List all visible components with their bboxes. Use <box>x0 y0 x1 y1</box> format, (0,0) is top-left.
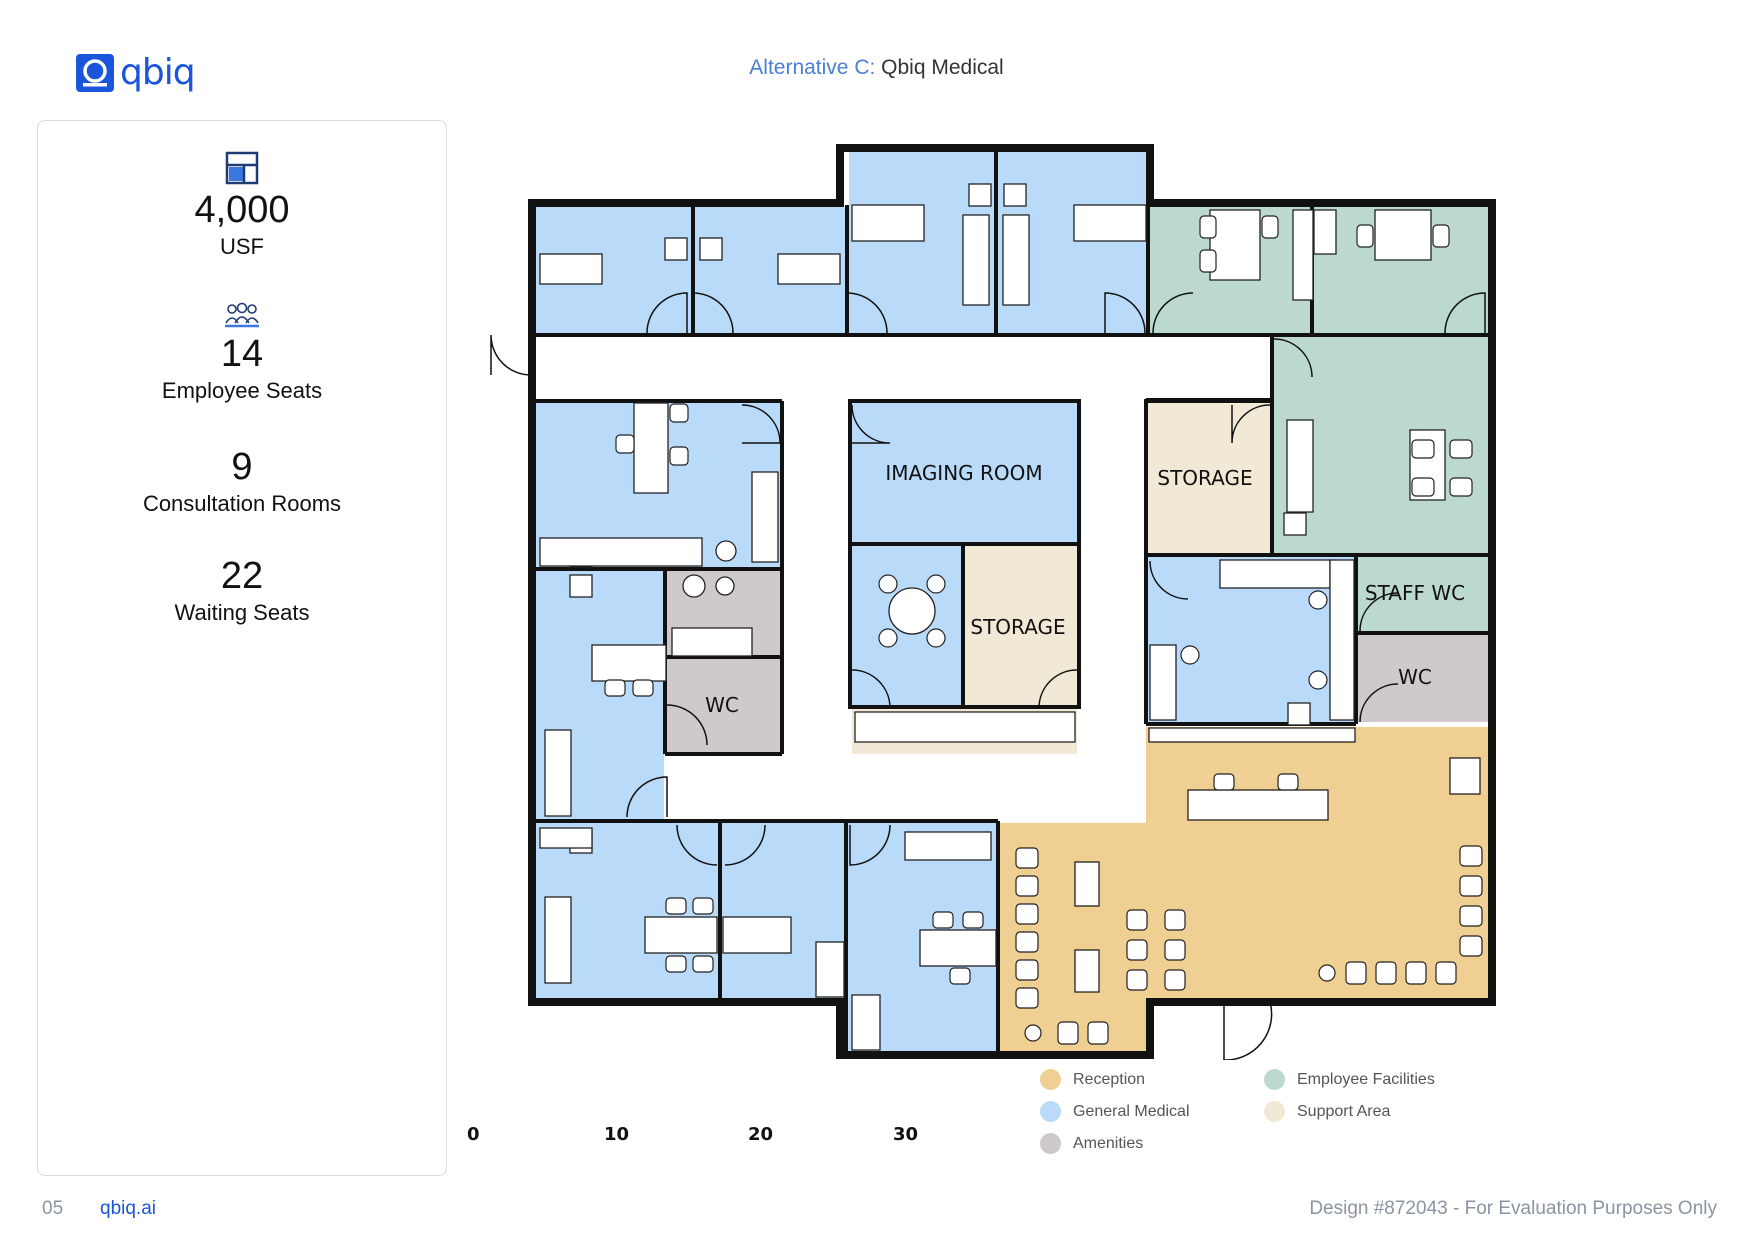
page-number: 05 <box>42 1198 64 1219</box>
door-swings <box>490 292 1486 1060</box>
legend-label: Amenities <box>1073 1134 1144 1152</box>
label-storage: STORAGE <box>970 615 1065 639</box>
label-imaging-room: IMAGING ROOM <box>885 461 1042 485</box>
legend-item: Employee Facilities <box>1264 1069 1435 1090</box>
room-employee-break <box>1270 400 1280 554</box>
stat-value: 9 <box>231 446 253 488</box>
legend-swatch <box>1264 1069 1285 1090</box>
stat-waiting-seats: 22 Waiting Seats <box>38 555 446 626</box>
stat-employee-seats: 14 Employee Seats <box>38 301 446 404</box>
floorplan-icon <box>225 151 259 185</box>
stat-value: 22 <box>220 555 264 597</box>
furniture <box>539 183 1481 1051</box>
design-note: Design #872043 - For Evaluation Purposes… <box>1309 1198 1717 1219</box>
qbiq-logo-icon <box>76 53 114 92</box>
site-link[interactable]: qbiq.ai <box>100 1198 156 1219</box>
room-imaging <box>852 403 1077 543</box>
floor-plan: IMAGING ROOM STORAGE STORAGE STAFF WC WC… <box>490 144 1496 1060</box>
stat-usf: 4,000 USF <box>38 151 446 260</box>
room-wc <box>667 659 780 752</box>
scale-label: 10 <box>604 1124 630 1145</box>
legend-item: Support Area <box>1264 1101 1390 1122</box>
room-staff-wc <box>1358 557 1488 632</box>
room-storage <box>1148 403 1270 553</box>
label-wc: WC <box>1398 665 1432 689</box>
stat-value: 4,000 <box>194 189 290 231</box>
legend-label: General Medical <box>1073 1102 1190 1120</box>
label-staff-wc: STAFF WC <box>1365 581 1465 605</box>
room-labels: IMAGING ROOM STORAGE STORAGE STAFF WC WC… <box>705 461 1465 717</box>
legend-swatch <box>1040 1101 1061 1122</box>
stat-label: Consultation Rooms <box>142 491 342 516</box>
stat-label: Employee Seats <box>161 378 323 403</box>
legend-label: Employee Facilities <box>1297 1070 1435 1088</box>
label-wc: WC <box>705 693 739 717</box>
legend-swatch <box>1040 1133 1061 1154</box>
page-title: Alternative C: Qbiq Medical <box>0 56 1753 80</box>
legend-item: Amenities <box>1040 1133 1143 1154</box>
legend-item: General Medical <box>1040 1101 1190 1122</box>
stat-value: 14 <box>220 333 264 375</box>
scale-label: 20 <box>748 1124 774 1145</box>
room-storage <box>965 546 1077 706</box>
logo[interactable]: qbiq <box>76 52 196 93</box>
legend-swatch <box>1040 1069 1061 1090</box>
chairs <box>604 215 1483 1045</box>
title-prefix: Alternative C: <box>749 56 876 79</box>
scale-label: 30 <box>893 1124 919 1145</box>
stats-panel: 4,000 USF 14 Employee Seats 9 Consultati… <box>37 120 447 1176</box>
legend-label: Support Area <box>1297 1102 1391 1120</box>
people-icon <box>225 302 259 328</box>
room-wc <box>1358 635 1488 722</box>
logo-text: qbiq <box>120 52 196 93</box>
legend-swatch <box>1264 1101 1285 1122</box>
stat-consultation-rooms: 9 Consultation Rooms <box>38 446 446 517</box>
legend-label: Reception <box>1073 1070 1146 1088</box>
stat-label: USF <box>220 234 264 259</box>
label-storage: STORAGE <box>1157 466 1252 490</box>
legend-item: Reception <box>1040 1069 1145 1090</box>
stat-label: Waiting Seats <box>174 600 310 625</box>
scale-label: 0 <box>467 1124 480 1145</box>
title-name: Qbiq Medical <box>881 56 1004 79</box>
